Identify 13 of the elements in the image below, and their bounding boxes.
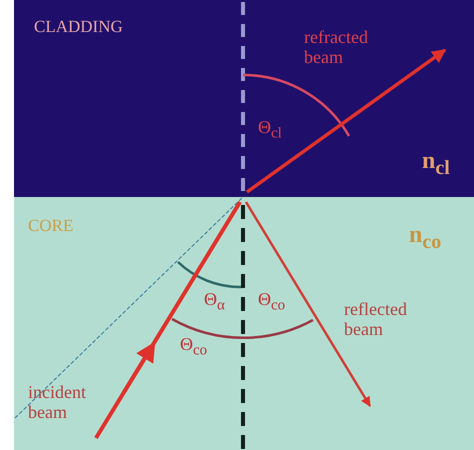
angle-label: Θ$_{cl}$ [258, 118, 282, 142]
beam-label: refracted beam [304, 28, 369, 68]
region-label: CORE [28, 217, 74, 236]
angle-label: Θ$_{co}$ [258, 290, 286, 314]
beam-label: incident beam [28, 383, 87, 423]
cladding-region [14, 0, 474, 197]
refractive-index-label: n$_{co}$ [409, 222, 442, 253]
refractive-index-label: n$_{cl}$ [422, 148, 450, 179]
angle-label: Θ$_{α}$ [204, 290, 225, 314]
region-label: CLADDING [34, 18, 123, 37]
core-region [14, 197, 474, 450]
angle-label: Θ$_{co}$ [180, 335, 208, 360]
beam-label: reflected beam [344, 300, 408, 340]
